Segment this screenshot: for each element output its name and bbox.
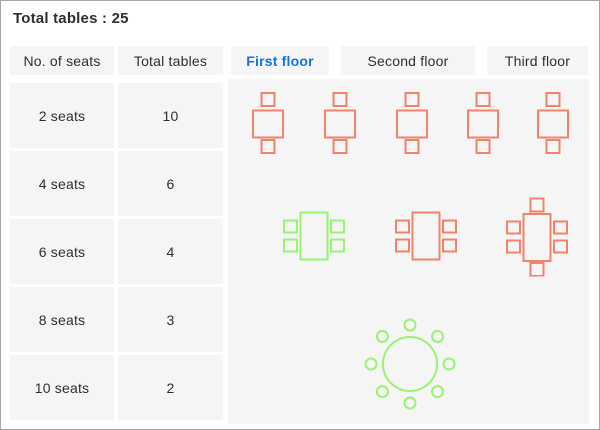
- table-count-cell: 6: [118, 151, 223, 216]
- floor-table-2-seat[interactable]: [533, 92, 573, 154]
- floor-table-2-seat[interactable]: [320, 92, 360, 154]
- floor-table-4-seat[interactable]: [283, 211, 345, 262]
- table-count-cell: 10: [118, 83, 223, 148]
- total-tables-title: Total tables : 25: [13, 10, 129, 27]
- floor-table-2-seat[interactable]: [248, 92, 288, 154]
- seats-cell: 2 seats: [10, 83, 114, 148]
- tab-first-floor[interactable]: First floor: [231, 46, 329, 75]
- seats-cell: 6 seats: [10, 219, 114, 284]
- floor-tabs: First floor Second floor Third floor: [231, 46, 588, 75]
- column-header-total-tables: Total tables: [118, 46, 223, 75]
- table-count-cell: 4: [118, 219, 223, 284]
- column-header-no-of-seats: No. of seats: [10, 46, 114, 75]
- seats-cell: 8 seats: [10, 287, 114, 352]
- floor-table-8-seat[interactable]: [362, 316, 458, 412]
- table-count-cell: 3: [118, 287, 223, 352]
- floor-table-2-seat[interactable]: [463, 92, 503, 154]
- table-count-cell: 2: [118, 355, 223, 420]
- floor-table-2-seat[interactable]: [392, 92, 432, 154]
- tab-second-floor[interactable]: Second floor: [341, 46, 475, 75]
- seats-cell: 10 seats: [10, 355, 114, 420]
- tab-third-floor[interactable]: Third floor: [487, 46, 588, 75]
- seats-cell: 4 seats: [10, 151, 114, 216]
- floor-plan: [228, 79, 589, 424]
- floor-table-4-seat[interactable]: [395, 211, 457, 262]
- floor-table-6-seat[interactable]: [506, 197, 568, 277]
